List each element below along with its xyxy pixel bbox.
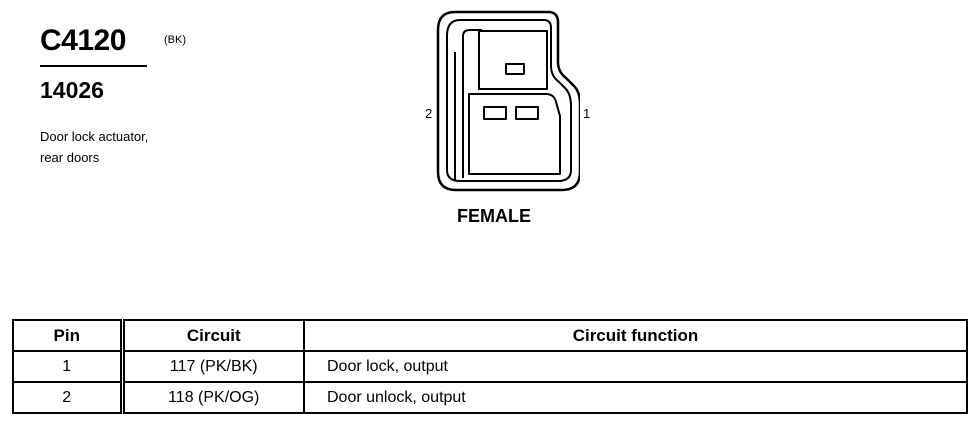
key-notch: [505, 63, 525, 75]
description-line-1: Door lock actuator,: [40, 129, 149, 144]
table-header-row: Pin Circuit Circuit function: [12, 319, 968, 352]
header-pin: Pin: [12, 319, 123, 352]
color-code: (BK): [164, 34, 186, 46]
upper-key-slot: [478, 30, 548, 90]
table-row: 1 117 (PK/BK) Door lock, output: [12, 350, 968, 383]
header-circuit: Circuit: [119, 319, 305, 352]
connector-id-underline: [40, 65, 147, 67]
terminal-pin-2-slot: [483, 106, 507, 120]
row-function: Door lock, output: [303, 350, 968, 383]
terminal-cavity: [468, 93, 561, 175]
connector-face-drawing: [436, 10, 580, 192]
row-circuit: 118 (PK/OG): [119, 381, 305, 414]
description-line-2: rear doors: [40, 150, 100, 165]
header-circuit-function: Circuit function: [303, 319, 968, 352]
pin-2-label: 2: [425, 106, 433, 121]
connector-id: C4120: [40, 24, 126, 57]
row-pin: 2: [12, 381, 123, 414]
terminal-pin-1-slot: [515, 106, 539, 120]
connector-gender-label: FEMALE: [457, 206, 531, 226]
row-function: Door unlock, output: [303, 381, 968, 414]
connector-inner-shell: [446, 19, 572, 182]
part-number: 14026: [40, 77, 104, 103]
pinout-table: Pin Circuit Circuit function 1 117 (PK/B…: [12, 319, 968, 414]
table-row: 2 118 (PK/OG) Door unlock, output: [12, 381, 968, 414]
pin-1-label: 1: [583, 106, 591, 121]
latch-cap: [462, 29, 482, 37]
row-circuit: 117 (PK/BK): [119, 350, 305, 383]
row-pin: 1: [12, 350, 123, 383]
connector-outer-shell: [436, 10, 580, 192]
